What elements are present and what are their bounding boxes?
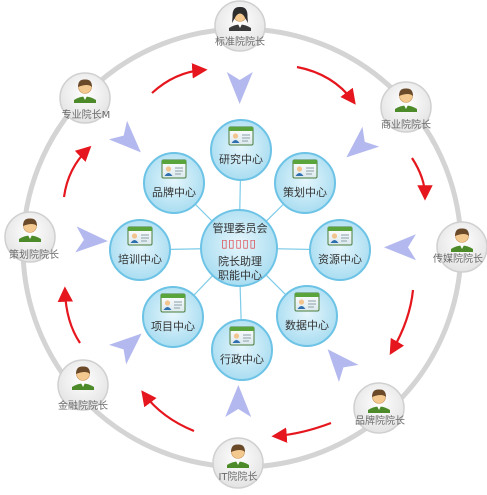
center-node-circle	[109, 219, 171, 281]
center-node-label: 项目中心	[151, 320, 195, 333]
central-hub: 管理委员会 ▯▯▯▯▯ 院长助理 职能中心	[200, 209, 278, 287]
dean-node: 策划院院长	[4, 211, 59, 263]
cycle-arrow	[62, 145, 92, 198]
dean-node: 品牌院院长	[353, 382, 405, 434]
person-avatar-icon	[395, 88, 417, 112]
dean-label: 品牌院院长	[355, 414, 405, 427]
person-avatar-icon	[451, 228, 473, 252]
center-node: 项目中心	[142, 286, 204, 348]
center-node-circle	[309, 219, 371, 281]
center-node: 策划中心	[274, 152, 336, 214]
dean-label: 商业院院长	[381, 118, 431, 131]
inward-arrow	[75, 226, 108, 253]
center-node: 数据中心	[276, 285, 338, 347]
center-node-label: 资源中心	[318, 252, 362, 266]
inward-arrows	[75, 71, 417, 418]
committee-label: 管理委员会	[213, 221, 268, 235]
center-node-circle	[276, 285, 338, 347]
cycle-arrow	[411, 157, 433, 201]
cycle-arrow	[296, 65, 356, 105]
center-node-circle	[274, 152, 336, 214]
center-node: 行政中心	[211, 319, 273, 381]
dean-label: 金融院院长	[58, 399, 108, 412]
cycle-arrow	[57, 286, 81, 344]
cycle-arrow	[271, 421, 332, 443]
center-node-circle	[143, 152, 205, 214]
inward-arrow	[225, 385, 252, 418]
id-card-icon	[327, 226, 353, 246]
dean-node: 商业院院长	[380, 81, 432, 133]
center-node-circle	[142, 286, 204, 348]
central-hub-circle	[200, 209, 278, 287]
function-center-label: 职能中心	[218, 268, 262, 282]
center-node-label: 品牌中心	[152, 185, 196, 199]
center-node-label: 研究中心	[219, 152, 263, 166]
center-node-label: 培训中心	[118, 252, 162, 266]
dean-label: 标准院院长	[215, 35, 265, 48]
id-card-icon	[127, 226, 153, 246]
inward-arrow	[226, 71, 253, 104]
dean-label: 策划院院长	[9, 248, 59, 261]
inward-arrow	[327, 349, 359, 382]
committee-marks: ▯▯▯▯▯	[221, 237, 256, 250]
center-node-label: 策划中心	[283, 185, 327, 199]
person-avatar-icon	[19, 218, 41, 242]
center-node: 培训中心	[109, 219, 171, 281]
id-card-icon	[292, 159, 318, 179]
center-node: 资源中心	[309, 219, 371, 281]
assistant-label: 院长助理	[218, 254, 262, 268]
person-avatar-icon	[368, 389, 390, 413]
dean-node: IT院院长	[212, 437, 264, 489]
dean-node: 标准院院长	[214, 0, 266, 52]
cycle-arrows	[57, 63, 433, 443]
center-node-circle	[210, 119, 272, 181]
dean-node: 金融院院长	[57, 359, 109, 412]
dean-label: 专业院长M	[62, 108, 111, 121]
inward-arrow	[108, 120, 141, 153]
center-node: 研究中心	[210, 119, 272, 181]
dean-label: 传媒院院长	[433, 252, 483, 265]
inward-arrow	[346, 126, 380, 158]
id-card-icon	[294, 292, 320, 312]
id-card-icon	[161, 159, 187, 179]
cycle-arrow	[141, 390, 195, 433]
center-node-label: 数据中心	[285, 318, 329, 332]
inward-arrow	[108, 333, 142, 365]
id-card-icon	[160, 293, 186, 313]
cycle-arrow	[151, 63, 208, 94]
person-avatar-icon	[72, 366, 94, 390]
cycle-arrow	[389, 289, 415, 355]
dean-node: 专业院长M	[59, 72, 111, 124]
person-avatar-icon	[227, 444, 249, 468]
person-avatar-icon	[74, 79, 96, 103]
person-avatar-icon	[229, 6, 251, 31]
id-card-icon	[228, 126, 254, 146]
inward-arrow	[384, 234, 417, 261]
id-card-icon	[229, 326, 255, 346]
center-node: 品牌中心	[143, 152, 205, 214]
dean-node: 传媒院院长	[433, 221, 487, 273]
dean-label: IT院院长	[218, 470, 257, 483]
center-node-label: 行政中心	[220, 352, 264, 366]
center-node-circle	[211, 319, 273, 381]
